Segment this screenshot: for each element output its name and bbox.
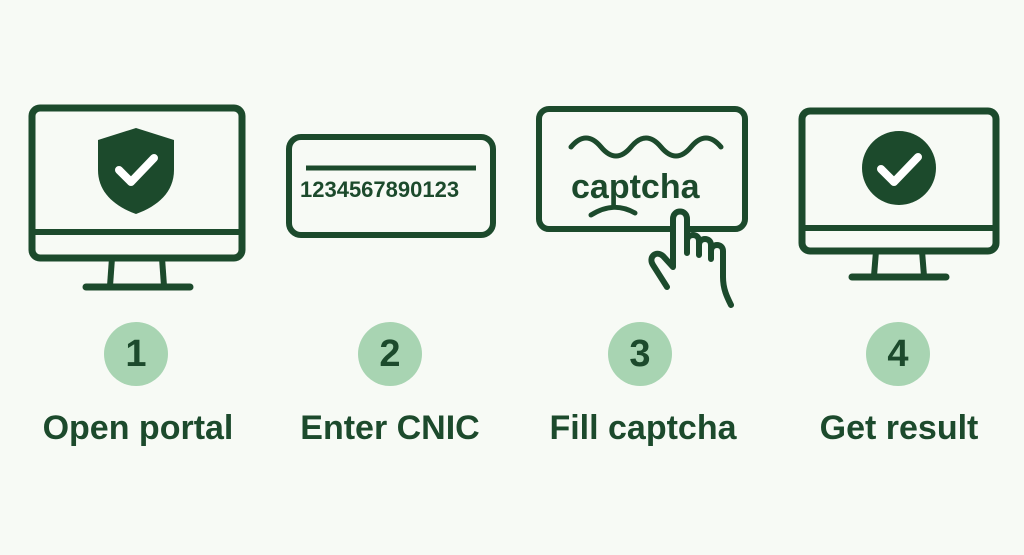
captcha-text: captcha [571,168,700,206]
step-number-1: 1 [104,322,168,386]
card-number-text: 1234567890123 [300,177,460,202]
step-number-3: 3 [608,322,672,386]
step-label-3: Fill captcha [549,409,737,447]
id-card-icon [286,134,496,238]
shield-check-monitor-icon [28,104,246,291]
step-label-1: Open portal [42,409,234,447]
captcha-box-icon [536,106,748,308]
check-monitor-icon [798,107,1000,281]
step-label-4: Get result [819,409,979,447]
step-number-4: 4 [866,322,930,386]
pointing-hand-icon [648,208,734,308]
step-number-2: 2 [358,322,422,386]
step-label-2: Enter CNIC [300,409,480,447]
